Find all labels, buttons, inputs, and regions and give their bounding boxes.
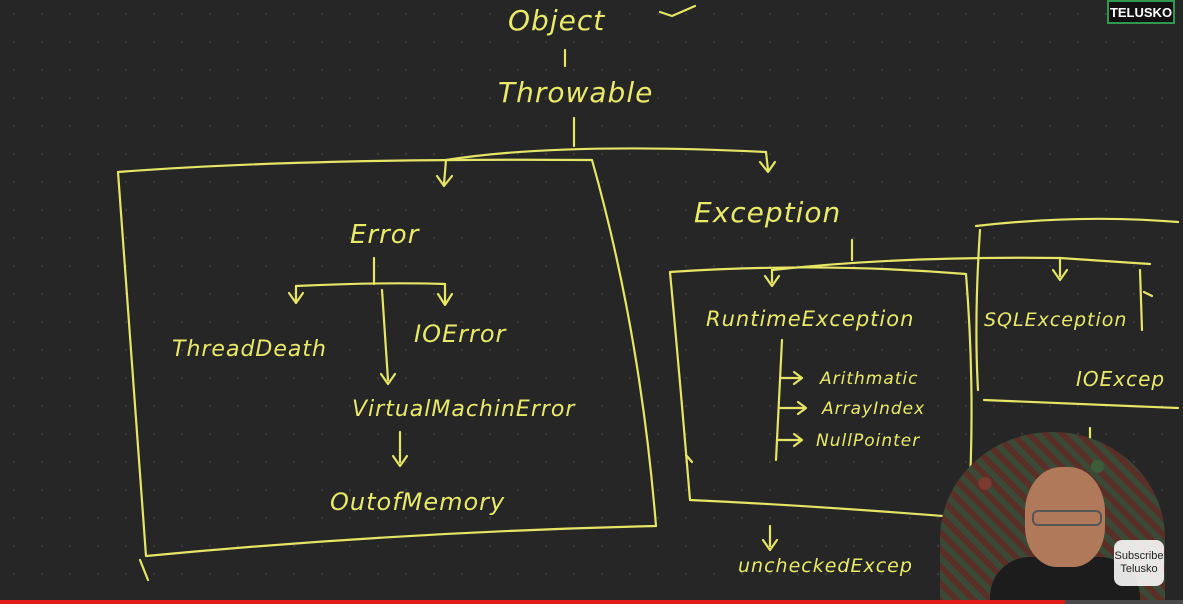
video-progress-bar[interactable] — [0, 600, 1183, 604]
node-exception: Exception — [694, 196, 841, 229]
node-io-exception: IOExcep — [1076, 367, 1165, 391]
node-thread-death: ThreadDeath — [172, 337, 327, 362]
node-io-error: IOError — [414, 320, 508, 348]
node-out-of-memory: OutofMemory — [330, 488, 505, 516]
node-unchecked-exception: uncheckedExcep — [738, 555, 913, 577]
presenter-head — [1025, 467, 1105, 567]
node-error: Error — [350, 220, 421, 250]
video-progress-fill — [0, 600, 1065, 604]
node-arithmetic: Arithmatic — [819, 369, 919, 389]
node-throwable: Throwable — [498, 76, 653, 109]
presenter-glasses — [1032, 510, 1102, 526]
node-array-index: ArrayIndex — [821, 399, 925, 419]
node-runtime-exception: RuntimeException — [706, 307, 914, 331]
node-virtual-machine-error: VirtualMachinError — [352, 397, 576, 422]
node-sql-exception: SQLException — [984, 309, 1127, 331]
node-null-pointer: NullPointer — [816, 431, 920, 451]
subscribe-label: Subscribe — [1114, 550, 1164, 562]
telusko-logo: TELUSKO — [1107, 0, 1175, 24]
node-object: Object — [508, 4, 605, 37]
subscribe-channel: Telusko — [1120, 563, 1158, 575]
subscribe-button[interactable]: Subscribe Telusko — [1114, 540, 1164, 586]
